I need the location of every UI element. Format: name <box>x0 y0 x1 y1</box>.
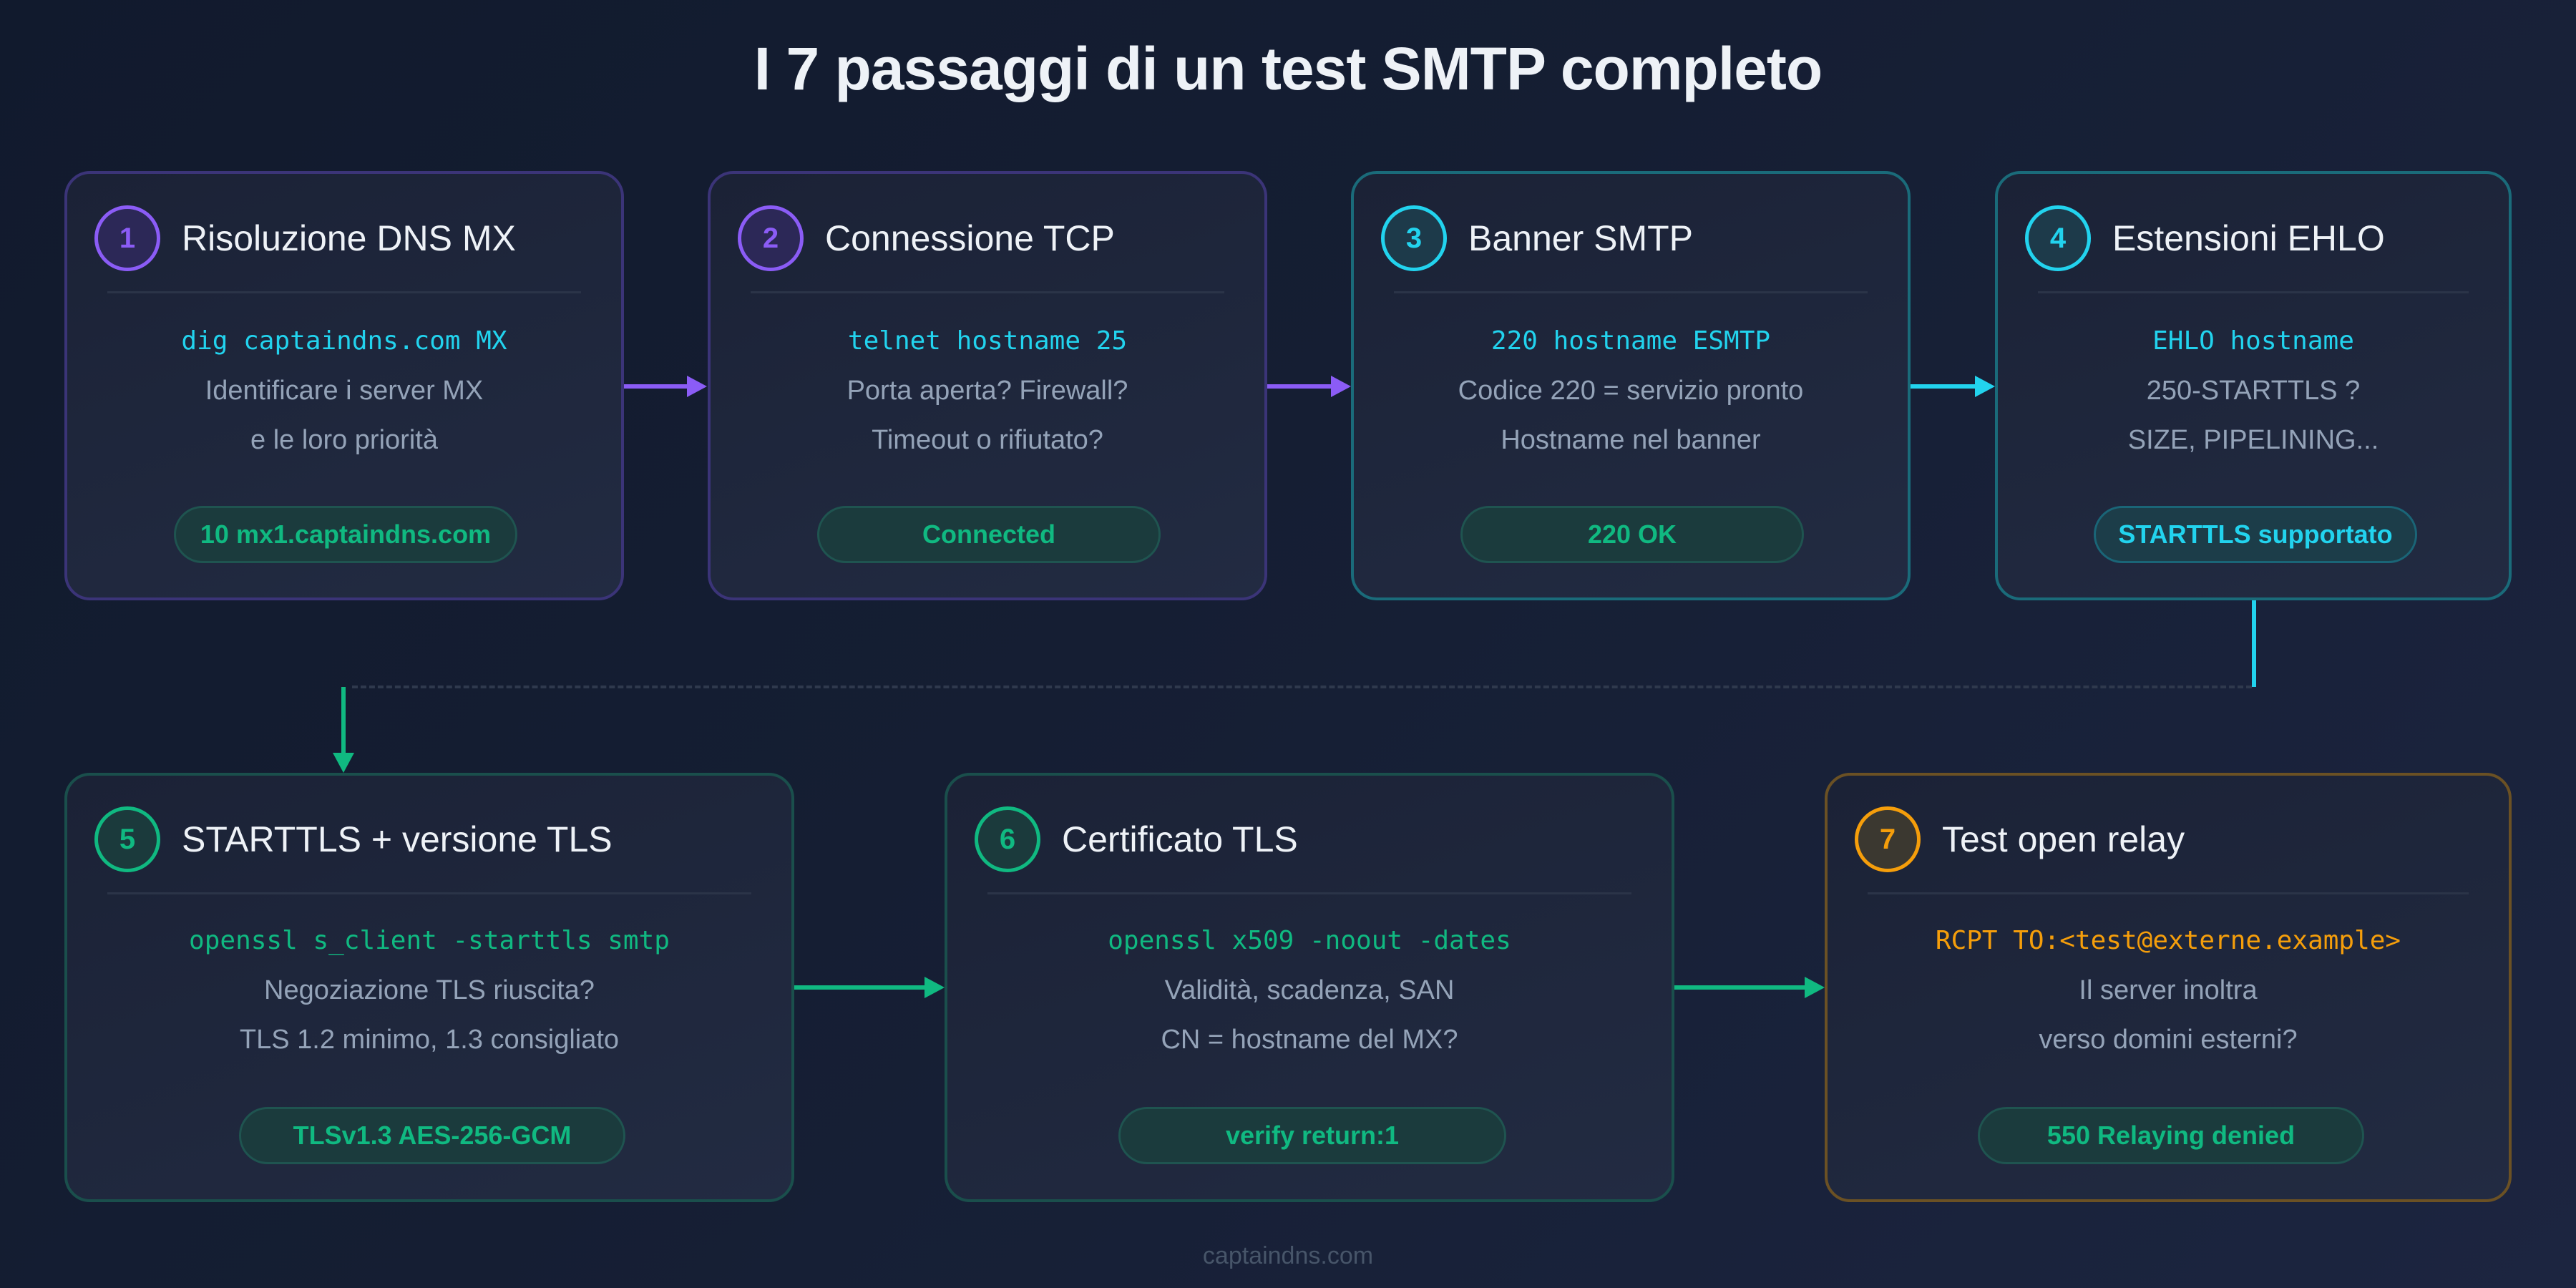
divider <box>2038 291 2469 293</box>
step-description-line: Identificare i server MX <box>205 376 484 406</box>
step-command: openssl x509 -noout -dates <box>1108 926 1511 955</box>
step-card-5: 5 STARTTLS + versione TLS openssl s_clie… <box>64 773 794 1202</box>
step-title: Estensioni EHLO <box>2112 218 2385 258</box>
step-number-badge: 3 <box>1381 205 1447 271</box>
step-result-pill: 10 mx1.captaindns.com <box>174 506 517 563</box>
step-title: Banner SMTP <box>1468 218 1694 258</box>
step-description-line: Codice 220 = servizio pronto <box>1458 376 1804 406</box>
step-description-line: Negoziazione TLS riuscita? <box>264 975 595 1005</box>
divider <box>1394 291 1868 293</box>
step-result-pill: verify return:1 <box>1118 1107 1506 1164</box>
step-number-badge: 7 <box>1855 806 1921 872</box>
step-command: RCPT TO:<test@externe.example> <box>1935 926 2401 955</box>
step-result-pill: 220 OK <box>1460 506 1804 563</box>
step-command: telnet hostname 25 <box>847 326 1128 356</box>
diagram-title: I 7 passaggi di un test SMTP completo <box>753 35 1823 102</box>
step-command: openssl s_client -starttls smtp <box>189 926 670 955</box>
footer-brand: captaindns.com <box>1202 1242 1374 1269</box>
step-result-pill: 550 Relaying denied <box>1978 1107 2364 1164</box>
step-number-badge: 4 <box>2025 205 2091 271</box>
step-card-4: 4 Estensioni EHLO EHLO hostname 250-STAR… <box>1995 171 2512 600</box>
step-description-line: SIZE, PIPELINING... <box>2127 425 2379 455</box>
step-card-2: 2 Connessione TCP telnet hostname 25 Por… <box>708 171 1267 600</box>
divider <box>107 892 751 894</box>
step-result-pill: STARTTLS supportato <box>2094 506 2417 563</box>
step-command: 220 hostname ESMTP <box>1491 326 1771 356</box>
step-card-6: 6 Certificato TLS openssl x509 -noout -d… <box>945 773 1674 1202</box>
step-description-line: e le loro priorità <box>250 425 438 455</box>
step-description-line: Il server inoltra <box>2079 975 2258 1005</box>
step-command: EHLO hostname <box>2152 326 2354 356</box>
step-result-pill: TLSv1.3 AES-256-GCM <box>239 1107 625 1164</box>
step-description-line: Validità, scadenza, SAN <box>1164 975 1455 1005</box>
step-description-line: TLS 1.2 minimo, 1.3 consigliato <box>239 1025 620 1055</box>
step-card-3: 3 Banner SMTP 220 hostname ESMTP Codice … <box>1351 171 1911 600</box>
step-title: Certificato TLS <box>1062 819 1298 859</box>
step-description-line: Timeout o rifiutato? <box>872 425 1103 455</box>
step-command: dig captaindns.com MX <box>181 326 507 356</box>
step-result-pill: Connected <box>817 506 1161 563</box>
divider <box>751 291 1224 293</box>
step-description-line: 250-STARTTLS ? <box>2146 376 2361 406</box>
step-description-line: Porta aperta? Firewall? <box>847 376 1128 406</box>
step-description-line: CN = hostname del MX? <box>1161 1025 1458 1055</box>
step-title: Connessione TCP <box>825 218 1115 258</box>
step-number-badge: 6 <box>975 806 1040 872</box>
step-description-line: verso domini esterni? <box>2039 1025 2298 1055</box>
step-description-line: Hostname nel banner <box>1501 425 1761 455</box>
step-number-badge: 1 <box>94 205 160 271</box>
step-card-7: 7 Test open relay RCPT TO:<test@externe.… <box>1825 773 2512 1202</box>
divider <box>107 291 581 293</box>
step-card-1: 1 Risoluzione DNS MX dig captaindns.com … <box>64 171 624 600</box>
divider <box>987 892 1631 894</box>
divider <box>1868 892 2469 894</box>
step-title: STARTTLS + versione TLS <box>182 819 613 859</box>
step-number-badge: 5 <box>94 806 160 872</box>
step-number-badge: 2 <box>738 205 804 271</box>
step-title: Test open relay <box>1942 819 2185 859</box>
step-title: Risoluzione DNS MX <box>182 218 516 258</box>
